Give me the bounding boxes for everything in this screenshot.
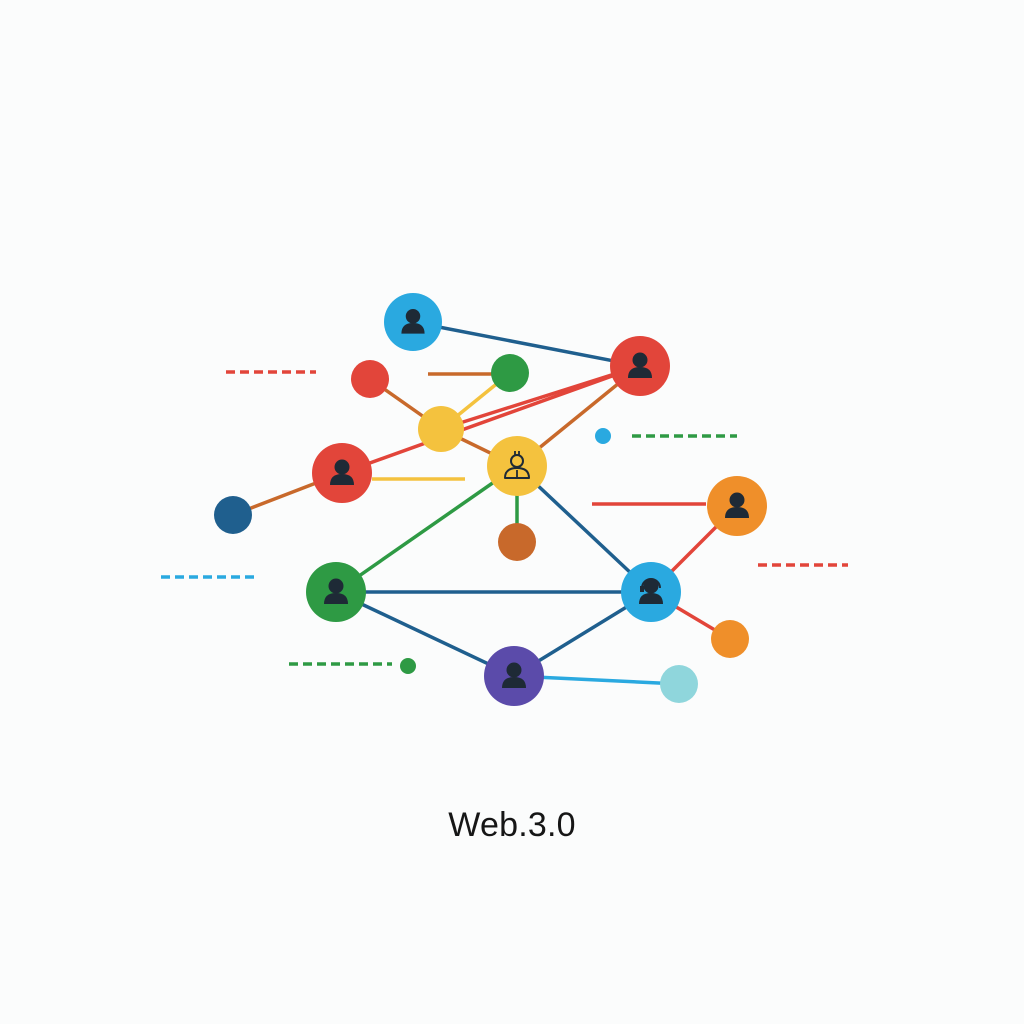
node-dot-blue-tiny: [595, 428, 611, 444]
node-dot-lightblue: [660, 665, 698, 703]
person-headset-icon: [639, 578, 663, 604]
node-user-blue-top: [384, 293, 442, 351]
diagram-caption: Web.3.0: [448, 806, 576, 844]
node-dot-brown: [498, 523, 536, 561]
person-icon: [401, 308, 425, 334]
edge-hub-yellow-center-to-user-green-left: [334, 464, 519, 594]
person-icon: [330, 459, 354, 485]
node-dot-navy-left: [214, 496, 252, 534]
node-dot-orange-small: [711, 620, 749, 658]
edge-hub-yellow-center-to-user-blue-right: [515, 464, 653, 594]
person-icon: [628, 352, 652, 378]
crypto-person-icon: [504, 451, 530, 479]
node-user-red-top-right: [610, 336, 670, 396]
decorative-lines: [161, 370, 848, 666]
person-icon: [502, 662, 526, 688]
node-dot-yellow: [418, 406, 464, 452]
node-user-orange-right: [707, 476, 767, 536]
person-icon: [725, 492, 749, 518]
node-hub-yellow-center: [487, 436, 547, 496]
edge-user-blue-top-to-user-red-top-right: [411, 320, 642, 368]
node-dot-green-tiny: [400, 658, 416, 674]
person-icon: [324, 578, 348, 604]
node-user-blue-right: [621, 562, 681, 622]
edge-user-green-left-to-user-purple-bottom: [334, 590, 516, 678]
node-user-green-left: [306, 562, 366, 622]
network-nodes: [214, 293, 767, 706]
node-user-red-left: [312, 443, 372, 503]
node-dot-green-small: [491, 354, 529, 392]
node-user-purple-bottom: [484, 646, 544, 706]
edge-user-red-left-to-user-red-top-right: [340, 364, 642, 475]
node-dot-red-small: [351, 360, 389, 398]
